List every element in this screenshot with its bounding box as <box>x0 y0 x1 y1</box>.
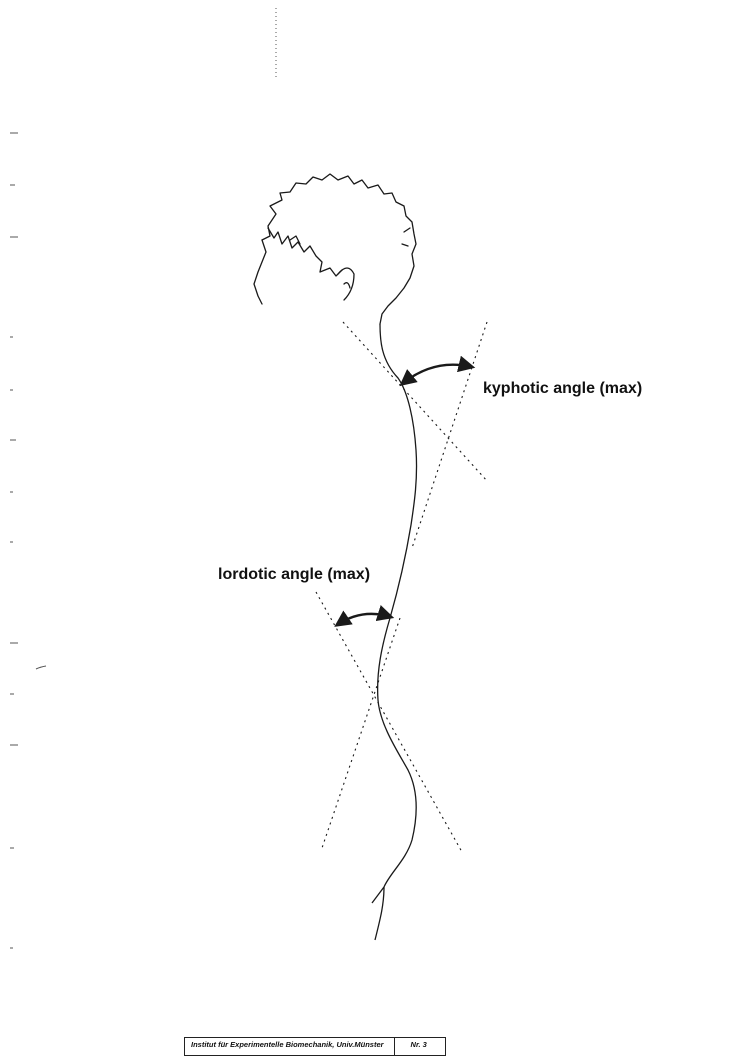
head-outline <box>254 174 416 324</box>
tangent-upper-back-line <box>412 322 487 548</box>
lordotic-angle-label: lordotic angle (max) <box>218 566 370 584</box>
footer-number: Nr. 3 <box>395 1038 445 1055</box>
footer-institute: Institut für Experimentelle Biomechanik,… <box>185 1038 395 1055</box>
tangent-lower-back-line <box>316 592 462 852</box>
kyphotic-angle-arc <box>402 365 472 384</box>
back-profile-lower <box>375 887 384 940</box>
scan-margin-marks <box>10 8 276 948</box>
tangent-lines <box>316 322 488 852</box>
kyphotic-angle-label: kyphotic angle (max) <box>483 380 642 398</box>
lordotic-angle-arc <box>337 614 391 625</box>
footer-stamp: Institut für Experimentelle Biomechanik,… <box>184 1037 446 1056</box>
tangent-neck-line <box>343 322 488 482</box>
